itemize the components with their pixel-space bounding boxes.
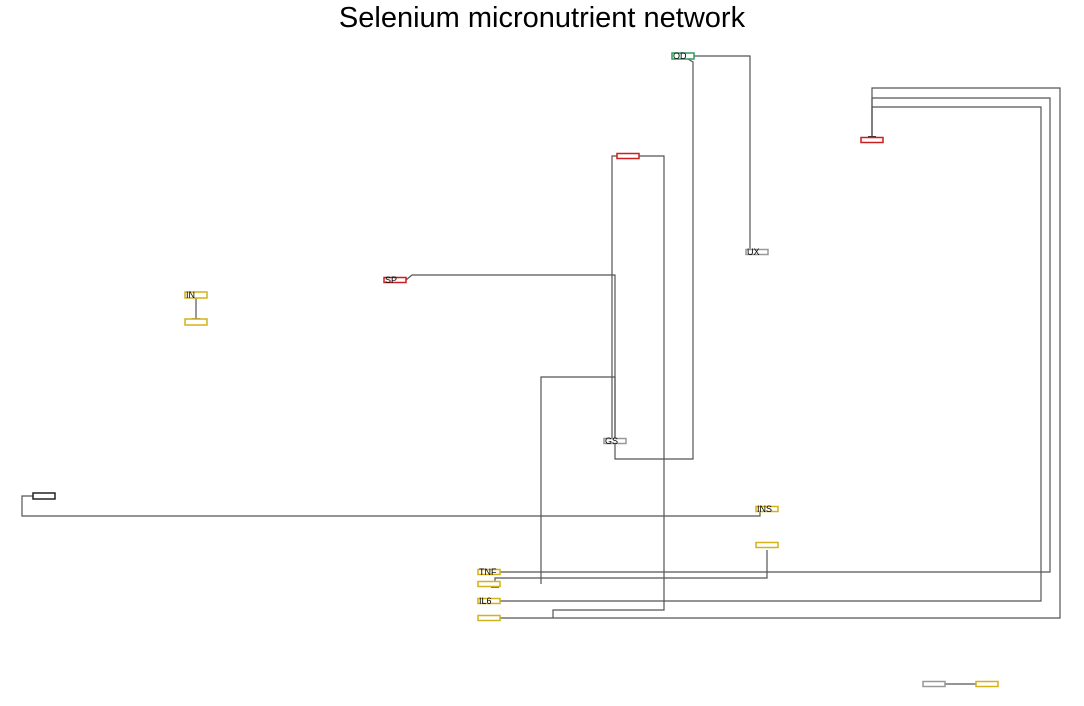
node-red2[interactable] bbox=[616, 152, 640, 160]
node-yel5[interactable] bbox=[975, 680, 999, 688]
node-box[interactable] bbox=[383, 276, 407, 284]
node-od[interactable]: OD bbox=[671, 51, 695, 61]
node-box[interactable] bbox=[477, 580, 501, 588]
node-box[interactable] bbox=[745, 248, 769, 256]
edge-yel4-red1 bbox=[500, 87, 1061, 619]
node-label: TNF bbox=[479, 567, 497, 577]
node-il6[interactable]: IL6 bbox=[477, 596, 501, 606]
node-box[interactable] bbox=[975, 680, 999, 688]
edge-il6-red1 bbox=[500, 106, 1042, 602]
node-box[interactable] bbox=[755, 505, 779, 513]
node-yel2[interactable] bbox=[755, 541, 779, 549]
node-box[interactable] bbox=[616, 152, 640, 160]
node-red1[interactable] bbox=[860, 136, 884, 144]
edge-red2-gs bbox=[611, 155, 617, 438]
node-box[interactable] bbox=[184, 318, 208, 326]
node-label: UX bbox=[747, 247, 760, 257]
edge-red2-yel4 bbox=[552, 155, 665, 618]
node-box[interactable] bbox=[671, 52, 695, 60]
edge-od-gs bbox=[614, 58, 694, 460]
edge-od-ux bbox=[694, 55, 751, 252]
node-box[interactable] bbox=[477, 614, 501, 622]
node-box[interactable] bbox=[477, 597, 501, 605]
node-tnf[interactable]: TNF bbox=[477, 567, 501, 577]
node-box[interactable] bbox=[477, 568, 501, 576]
node-label: IN bbox=[186, 290, 195, 300]
edge-sp-gs bbox=[405, 274, 616, 438]
node-box[interactable] bbox=[755, 541, 779, 549]
node-box[interactable] bbox=[184, 291, 208, 299]
node-blk1[interactable] bbox=[32, 492, 56, 500]
node-box[interactable] bbox=[922, 680, 946, 688]
node-label: SP bbox=[385, 275, 397, 285]
node-ux[interactable]: UX bbox=[745, 247, 769, 257]
node-yel4[interactable] bbox=[477, 614, 501, 622]
node-yel1[interactable] bbox=[184, 318, 208, 326]
edge-yel2-yel3 bbox=[494, 550, 768, 587]
node-label: GS bbox=[605, 436, 618, 446]
node-box[interactable] bbox=[860, 136, 884, 144]
edge-blk1-ins bbox=[21, 495, 761, 517]
node-label: IL6 bbox=[479, 596, 492, 606]
node-gry1[interactable] bbox=[922, 680, 946, 688]
edge-tnf-red1 bbox=[500, 97, 1051, 573]
node-yel3[interactable] bbox=[477, 580, 501, 588]
node-label: INS bbox=[757, 504, 772, 514]
node-in[interactable]: IN bbox=[184, 290, 208, 300]
node-gs[interactable]: GS bbox=[603, 436, 627, 446]
node-label: OD bbox=[673, 51, 687, 61]
node-sp[interactable]: SP bbox=[383, 275, 407, 285]
node-box[interactable] bbox=[32, 492, 56, 500]
edge-gs-yel3 bbox=[540, 376, 616, 584]
diagram-title: Selenium micronutrient network bbox=[338, 2, 746, 34]
node-ins[interactable]: INS bbox=[755, 504, 779, 514]
node-box[interactable] bbox=[603, 437, 627, 445]
